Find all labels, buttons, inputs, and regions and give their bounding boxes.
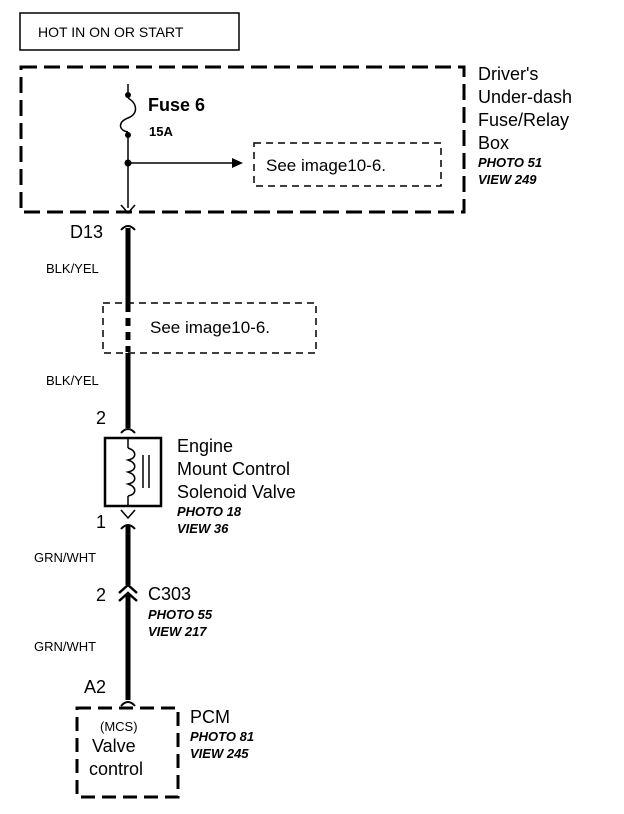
fuse-terminal-bottom: [125, 132, 131, 138]
fuse-symbol: [119, 97, 137, 133]
pcm-name: PCM: [190, 707, 230, 727]
see-ref-fuse: See image10-6.: [266, 156, 386, 175]
connector-view-ref: VIEW 217: [148, 624, 207, 639]
valve-in-cap: [120, 428, 136, 434]
wire-label-lower-2: GRN/WHT: [34, 639, 96, 654]
fuse-box-name-line-4: Box: [478, 133, 509, 153]
wire-label-lower-1: GRN/WHT: [34, 550, 96, 565]
pcm-signal-line-2: control: [89, 759, 143, 779]
wire-label-upper-1: BLK/YEL: [46, 261, 99, 276]
fuse-box-name-line-3: Fuse/Relay: [478, 110, 569, 130]
fuse-terminal-top: [125, 92, 131, 98]
fuse-box-out-arrow: [120, 204, 136, 215]
fuse-rating: 15A: [149, 124, 173, 139]
valve-view-ref: VIEW 36: [177, 521, 229, 536]
valve-photo-ref: PHOTO 18: [177, 504, 242, 519]
wire-terminal-cap-d13: [120, 225, 136, 231]
fuse-box-outline: [19, 65, 466, 214]
solenoid-coil-icon: [125, 447, 136, 497]
fuse-box-view-ref: VIEW 249: [478, 172, 537, 187]
power-label-box: [19, 12, 240, 51]
pcm-in-cap: [120, 701, 136, 707]
fuse-box-photo-ref: PHOTO 51: [478, 155, 542, 170]
pcm-signal-line-1: Valve: [92, 736, 136, 756]
wire-cap-valve-out: [120, 524, 136, 530]
fuse-box-name-line-1: Driver's: [478, 64, 538, 84]
see-ref-fuse-box: [253, 142, 442, 187]
terminal-fuse-box-out: D13: [70, 222, 103, 242]
valve-name-line-1: Engine: [177, 436, 233, 456]
terminal-valve-in: 2: [96, 408, 106, 428]
valve-out-arrow: [120, 509, 136, 520]
connector-name: C303: [148, 584, 191, 604]
fuse-box-name-line-2: Under-dash: [478, 87, 572, 107]
power-label: HOT IN ON OR START: [38, 24, 184, 40]
connector-c303-lower: [118, 591, 138, 602]
fuse-branch-arrow: [232, 158, 243, 168]
terminal-valve-out: 1: [96, 512, 106, 532]
pcm-view-ref: VIEW 245: [190, 746, 249, 761]
valve-name-line-2: Mount Control: [177, 459, 290, 479]
pcm-signal-tag: (MCS): [100, 719, 138, 734]
see-ref-wire: See image10-6.: [150, 318, 270, 337]
fuse-name: Fuse 6: [148, 95, 205, 115]
pcm-photo-ref: PHOTO 81: [190, 729, 254, 744]
valve-name-line-3: Solenoid Valve: [177, 482, 296, 502]
wire-label-upper-2: BLK/YEL: [46, 373, 99, 388]
pcm-outline: [75, 706, 180, 799]
connector-photo-ref: PHOTO 55: [148, 607, 213, 622]
terminal-connector-pin: 2: [96, 585, 106, 605]
valve-body: [103, 436, 163, 508]
connector-c303-upper: [118, 583, 138, 594]
terminal-pcm-in: A2: [84, 677, 106, 697]
